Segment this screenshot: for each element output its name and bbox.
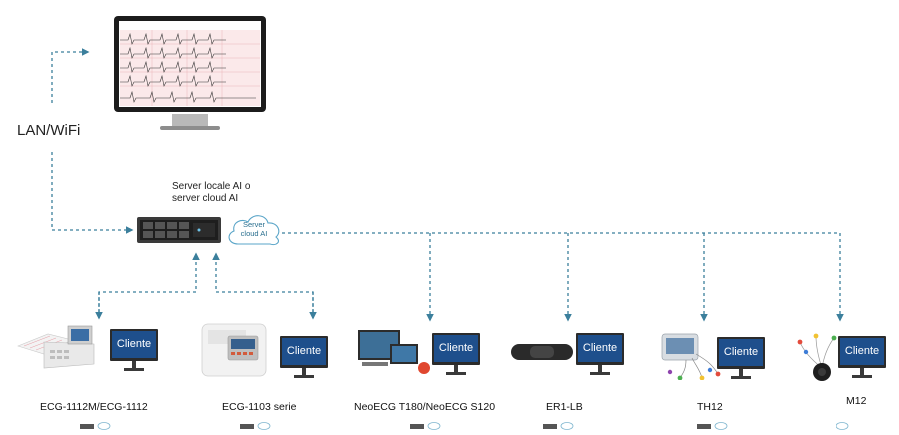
device-footer-icons — [240, 417, 280, 430]
ecg-report-monitor — [114, 16, 266, 130]
cloud-caption: Server cloud AI — [234, 220, 274, 238]
er1lb-device-image — [511, 344, 573, 360]
device-label-neoecg: NeoECG T180/NeoECG S120 — [354, 401, 496, 413]
ecg-1112-device-image — [17, 325, 95, 369]
device-footer-icons — [80, 417, 120, 430]
device-footer-icons — [835, 417, 876, 430]
th12-device-image — [661, 333, 721, 380]
lan-wifi-label: LAN/WiFi — [17, 122, 81, 139]
device-label-th12: TH12 — [697, 401, 723, 413]
m12-device-image — [797, 333, 837, 381]
client-monitor-icon: Cliente — [838, 336, 886, 378]
device-label-ecg1103: ECG-1103 serie — [222, 401, 297, 413]
cloud-caption-line2: cloud AI — [240, 229, 268, 238]
client-label: Cliente — [724, 346, 758, 358]
device-label-ecg1112: ECG-1112M/ECG-1112 — [40, 401, 148, 413]
device-footer-icons — [410, 417, 450, 430]
connector-to-monitor — [51, 48, 90, 103]
device-footer-icons — [697, 417, 737, 430]
client-monitor-icon: Cliente — [280, 336, 328, 378]
client-label: Cliente — [117, 338, 151, 350]
connector-lan-to-server — [51, 152, 134, 234]
server-caption-line1: Server locale AI o — [172, 181, 251, 192]
device-label-er1lb: ER1-LB — [546, 401, 583, 413]
client-label: Cliente — [845, 345, 879, 357]
client-label: Cliente — [439, 342, 473, 354]
ecg-1103-device-image — [201, 323, 267, 377]
client-monitor-icon: Cliente — [576, 333, 624, 375]
client-monitor-icon: Cliente — [110, 329, 158, 371]
device-label-m12: M12 — [846, 395, 867, 407]
neoecg-device-image — [358, 330, 430, 374]
rack-server-icon — [137, 217, 221, 243]
client-label: Cliente — [583, 342, 617, 354]
client-monitor-icon: Cliente — [432, 333, 480, 375]
client-monitor-icon: Cliente — [717, 337, 765, 379]
device-footer-icons — [543, 417, 583, 430]
connector-ecg1112 — [98, 252, 200, 318]
cloud-icon — [228, 215, 280, 246]
client-label: Cliente — [287, 345, 321, 357]
server-caption: Server locale AI o server cloud AI — [172, 181, 250, 205]
cloud-caption-line1: Server — [242, 220, 266, 229]
connector-ecg1103 — [212, 252, 314, 318]
server-caption-line2: server cloud AI — [172, 193, 239, 204]
